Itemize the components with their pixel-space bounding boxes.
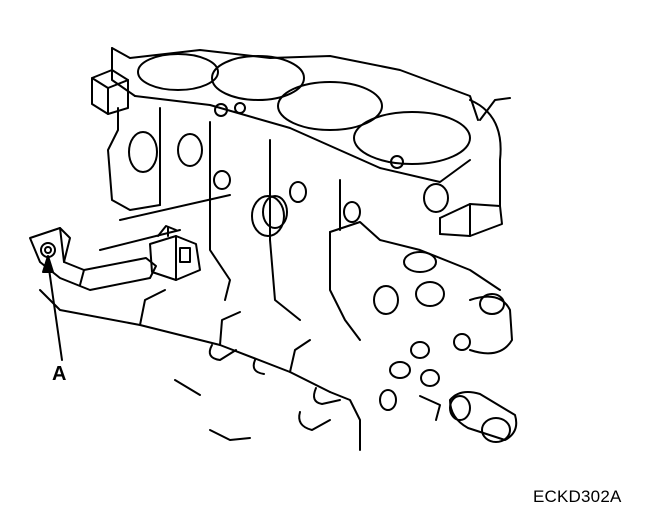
cylinder-bore-4 xyxy=(354,112,470,164)
sensor-connector xyxy=(150,226,200,280)
callout-label-a: A xyxy=(52,363,67,385)
bracket-bolt xyxy=(41,243,55,257)
cylinder-bores xyxy=(138,54,470,168)
timing-housing xyxy=(330,222,512,410)
cylinder-bore-2 xyxy=(212,56,304,100)
mounting-boss-left xyxy=(92,70,128,114)
callout-leader-a xyxy=(43,256,62,360)
figure-code: ECKD302A xyxy=(533,487,622,506)
crankshaft-nose xyxy=(420,392,516,442)
block-top-deck xyxy=(112,48,478,182)
block-front-face xyxy=(100,108,448,320)
cylinder-bore-1 xyxy=(138,54,218,90)
mount-bracket-right xyxy=(440,98,510,236)
block-lower-skirt xyxy=(40,290,360,450)
cylinder-bore-3 xyxy=(278,82,382,130)
